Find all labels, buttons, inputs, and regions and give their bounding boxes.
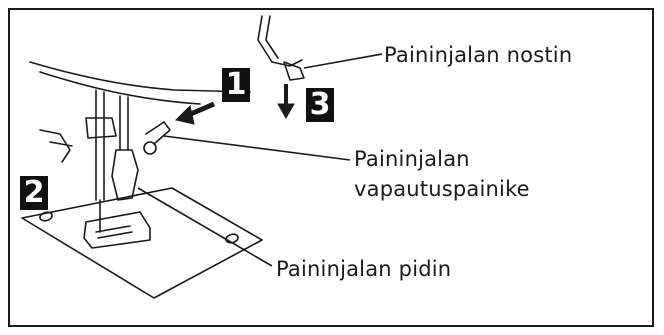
foot-slots [95,225,133,239]
needle-clamp [85,117,117,139]
leader-holder [137,187,273,267]
thread-guide [39,129,73,163]
leader-release [163,135,351,161]
label-release-line1: Paininjalan [354,147,470,171]
step-badge-2: 2 [20,176,48,210]
holder-screw [143,141,157,155]
lifter-knob [283,61,305,81]
label-lifter: Paininjalan nostin [384,43,573,67]
lifter-arm [257,15,303,67]
step-badge-3: 3 [306,88,334,122]
step-badge-1: 1 [222,68,250,102]
step1-arrowhead [175,105,195,125]
release-button-shape [145,121,171,145]
machine-head-lower [39,71,201,105]
label-holder: Paininjalan pidin [276,257,452,281]
machine-head-outline [29,61,251,93]
presser-bar [119,95,129,151]
step3-arrowhead [277,103,295,120]
presser-foot [83,211,151,249]
plate-hole-left [39,211,53,222]
needle-bar [95,89,105,201]
plate-hole-right [225,233,239,244]
label-release-line2: vapautuspainike [354,177,530,201]
needle-plate [21,187,263,299]
leader-lifter [303,53,383,69]
foot-holder-shape [111,149,139,201]
